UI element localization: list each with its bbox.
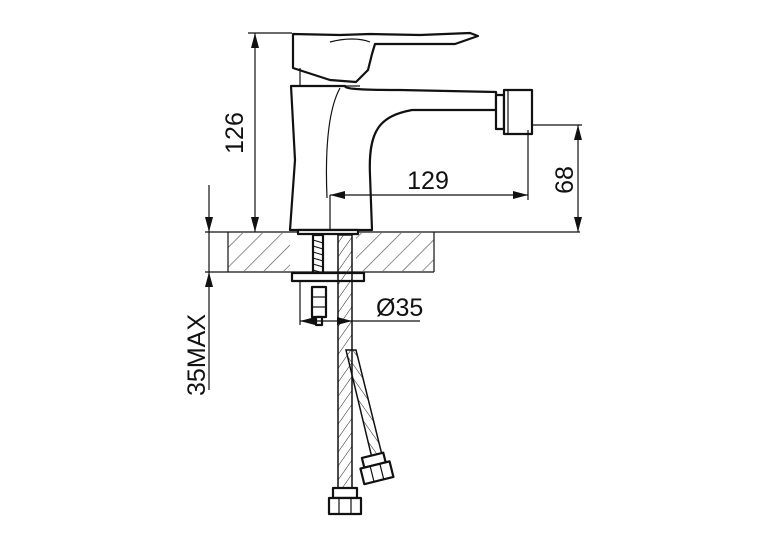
hose-fitting-left bbox=[327, 486, 363, 516]
label-max-thickness: 35MAX bbox=[183, 314, 211, 396]
label-height-total: 126 bbox=[221, 112, 249, 154]
dimension-hole-diameter: Ø35 bbox=[299, 281, 423, 325]
mounting-hardware bbox=[290, 233, 366, 327]
dimension-max-thickness: 35MAX bbox=[183, 185, 213, 396]
bidet-nozzle bbox=[494, 88, 534, 136]
dimension-spout-height: 68 bbox=[532, 124, 582, 232]
lever-handle bbox=[291, 31, 480, 84]
flex-hoses bbox=[327, 234, 395, 516]
countertop-section bbox=[205, 231, 580, 273]
dimension-spout-reach: 129 bbox=[329, 130, 529, 230]
hose-fitting-right bbox=[359, 451, 395, 486]
faucet-body bbox=[288, 31, 534, 236]
label-hole-diameter: Ø35 bbox=[376, 294, 423, 322]
label-spout-height: 68 bbox=[551, 166, 579, 194]
main-body bbox=[288, 84, 498, 232]
label-spout-reach: 129 bbox=[407, 167, 449, 195]
dimension-height-total: 126 bbox=[221, 32, 292, 232]
